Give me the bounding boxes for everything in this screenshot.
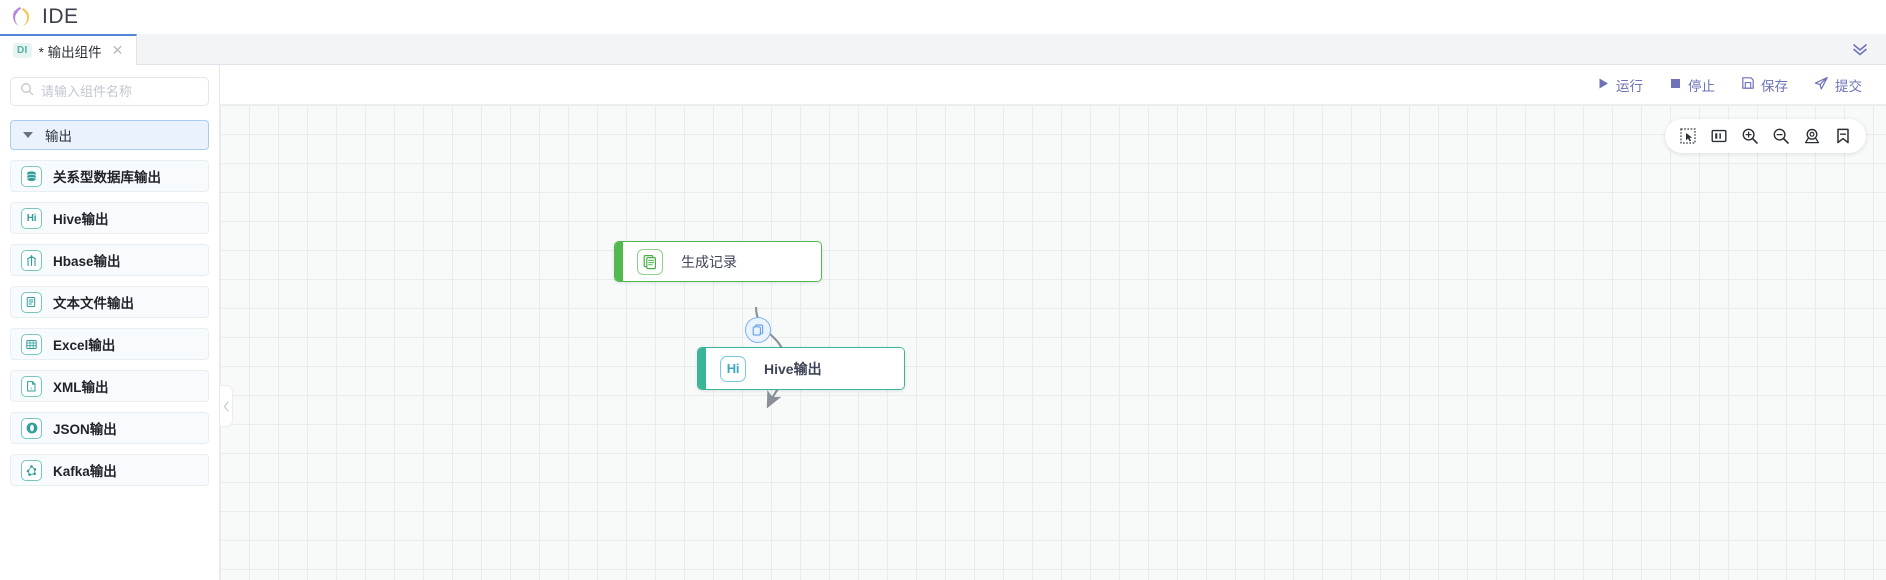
play-icon — [1597, 77, 1610, 93]
flow-canvas[interactable]: 生成记录 Hi Hive输出 — [220, 105, 1886, 580]
hive-icon: Hi — [720, 355, 746, 382]
list-item-label: Hbase输出 — [53, 254, 121, 269]
list-item-label: 文本文件输出 — [53, 296, 134, 311]
marquee-select-icon[interactable] — [1679, 127, 1697, 145]
list-item-label: XML输出 — [53, 380, 109, 395]
action-toolbar: 运行 停止 保存 — [220, 65, 1886, 105]
stop-square-icon — [1669, 77, 1682, 93]
list-item-text-file-output[interactable]: 文本文件输出 — [10, 286, 209, 318]
run-button[interactable]: 运行 — [1597, 75, 1643, 95]
component-list: 关系型数据库输出 Hi Hive输出 Hbase输出 — [0, 160, 219, 486]
excel-table-icon — [21, 333, 42, 355]
kafka-icon — [21, 459, 42, 481]
swirl-logo — [8, 4, 34, 30]
list-item-kafka-output[interactable]: Kafka输出 — [10, 454, 209, 486]
paper-plane-icon — [1814, 76, 1829, 94]
component-sidebar: 输出 关系型数据库输出 — [0, 65, 220, 580]
submit-label: 提交 — [1835, 78, 1862, 94]
search-input[interactable] — [41, 84, 217, 99]
list-item-relational-db-output[interactable]: 关系型数据库输出 — [10, 160, 209, 192]
fit-to-screen-icon[interactable] — [1710, 127, 1728, 145]
bookmark-icon[interactable] — [1834, 127, 1852, 145]
stop-label: 停止 — [1688, 78, 1715, 94]
list-item-label: Excel输出 — [53, 338, 116, 353]
text-file-icon — [21, 291, 42, 313]
canvas-node-hive-output[interactable]: Hi Hive输出 — [697, 347, 905, 390]
list-item-xml-output[interactable]: x XML输出 — [10, 370, 209, 402]
search-icon — [20, 82, 34, 101]
canvas-node-generate-record[interactable]: 生成记录 — [614, 241, 822, 282]
list-item-label: JSON输出 — [53, 422, 117, 437]
list-item-excel-output[interactable]: Excel输出 — [10, 328, 209, 360]
database-icon — [21, 165, 42, 187]
search-box[interactable] — [10, 77, 217, 106]
save-label: 保存 — [1761, 78, 1788, 94]
hbase-icon — [21, 249, 42, 271]
node-body: Hi Hive输出 — [706, 348, 904, 389]
node-accent-bar — [615, 242, 623, 281]
node-label: 生成记录 — [681, 253, 737, 270]
double-chevron-down-icon[interactable] — [1834, 34, 1886, 64]
generate-record-icon — [637, 248, 663, 275]
edge-layer — [754, 306, 788, 409]
hive-icon-text: Hi — [26, 212, 37, 224]
stop-button[interactable]: 停止 — [1669, 75, 1715, 95]
list-item-hbase-output[interactable]: Hbase输出 — [10, 244, 209, 276]
close-icon[interactable]: ✕ — [111, 42, 124, 58]
list-item-label: Hive输出 — [53, 212, 109, 227]
list-item-hive-output[interactable]: Hi Hive输出 — [10, 202, 209, 234]
run-label: 运行 — [1616, 78, 1643, 94]
sidebar-group-label: 输出 — [45, 129, 72, 144]
canvas-area: 运行 停止 保存 — [220, 65, 1886, 580]
save-button[interactable]: 保存 — [1741, 75, 1788, 95]
svg-text:x: x — [30, 385, 32, 390]
hive-icon: Hi — [21, 207, 42, 229]
tab-badge: DI — [13, 43, 32, 58]
tab-output-components[interactable]: DI * 输出组件 ✕ — [0, 34, 138, 65]
caret-down-icon — [23, 132, 33, 138]
submit-button[interactable]: 提交 — [1814, 75, 1862, 95]
sidebar-collapse-handle[interactable] — [220, 385, 233, 427]
zoom-in-icon[interactable] — [1741, 127, 1759, 145]
xml-file-icon: x — [21, 375, 42, 397]
app-title: IDE — [42, 5, 79, 28]
node-label: Hive输出 — [764, 360, 822, 377]
floppy-disk-icon — [1741, 76, 1755, 93]
sidebar-group-output[interactable]: 输出 — [10, 120, 209, 150]
list-item-label: 关系型数据库输出 — [53, 170, 161, 185]
tab-bar-spacer — [137, 34, 1834, 64]
list-item-json-output[interactable]: JSON输出 — [10, 412, 209, 444]
json-icon — [21, 417, 42, 439]
node-accent-bar — [698, 348, 706, 389]
tab-label: * 输出组件 — [38, 44, 102, 60]
node-body: 生成记录 — [623, 242, 821, 281]
zoom-out-icon[interactable] — [1772, 127, 1790, 145]
hive-icon-text: Hi — [726, 361, 740, 376]
list-item-label: Kafka输出 — [53, 464, 117, 479]
tab-bar: DI * 输出组件 ✕ — [0, 34, 1886, 65]
title-bar: IDE — [0, 0, 1886, 34]
search-container — [0, 65, 219, 114]
canvas-tool-palette — [1665, 119, 1866, 153]
locate-icon[interactable] — [1803, 127, 1821, 145]
copy-layers-icon[interactable] — [745, 317, 771, 343]
